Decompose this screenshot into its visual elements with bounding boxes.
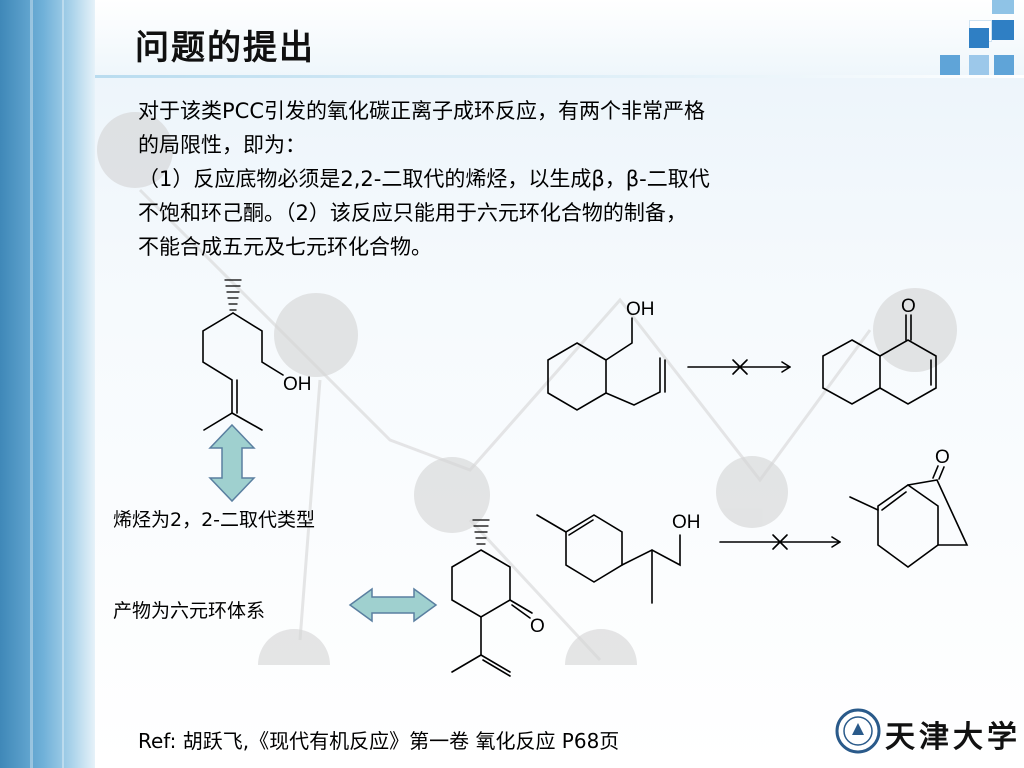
alkene-type-label: 烯烃为2，2-二取代类型 — [113, 509, 316, 531]
paragraph-line: 不饱和环己酮。（2）该反应只能用于六元环化合物的制备， — [138, 201, 687, 225]
oxygen-label: O — [530, 616, 545, 637]
left-decorative-bar — [0, 0, 95, 768]
horizontal-double-arrow — [348, 587, 438, 623]
reference-citation: Ref: 胡跃飞,《现代有机反应》第一卷 氧化反应 P68页 — [138, 729, 620, 753]
product-type-label: 产物为六元环体系 — [113, 600, 266, 622]
molecule-cyclohexenyl-propanol — [536, 514, 681, 604]
title-band — [95, 0, 1024, 78]
blocked-reaction-arrow — [719, 534, 841, 550]
paragraph-line: 的局限性，即为： — [138, 133, 306, 157]
hydroxyl-label: OH — [672, 512, 701, 533]
molecule-citronellol — [202, 279, 284, 431]
oxygen-label: O — [935, 447, 950, 468]
paragraph-line: （1）反应底物必须是2,2-二取代的烯烃，以生成β，β-二取代 — [138, 167, 710, 191]
molecule-bridged-ketone — [849, 465, 969, 568]
molecule-bicyclic-enone — [822, 314, 937, 405]
molecule-cyclohexanone — [451, 519, 533, 677]
page-title: 问题的提出 — [135, 28, 315, 68]
vertical-double-arrow — [208, 423, 256, 503]
oxygen-label: O — [901, 296, 916, 317]
blocked-reaction-arrow — [687, 359, 791, 375]
university-logo-text: 天津大学 — [885, 720, 1021, 755]
hydroxyl-label: OH — [283, 374, 312, 395]
university-seal-icon — [835, 708, 881, 754]
hydroxyl-label: OH — [626, 299, 655, 320]
description-paragraph: 对于该类PCC引发的氧化碳正离子成环反应，有两个非常严格 的局限性，即为： （1… — [138, 94, 938, 264]
paragraph-line: 不能合成五元及七元环化合物。 — [138, 235, 432, 259]
molecule-cyclohexyl-alcohol — [547, 317, 666, 411]
corner-squares-decoration — [930, 0, 1024, 80]
paragraph-line: 对于该类PCC引发的氧化碳正离子成环反应，有两个非常严格 — [138, 99, 705, 123]
